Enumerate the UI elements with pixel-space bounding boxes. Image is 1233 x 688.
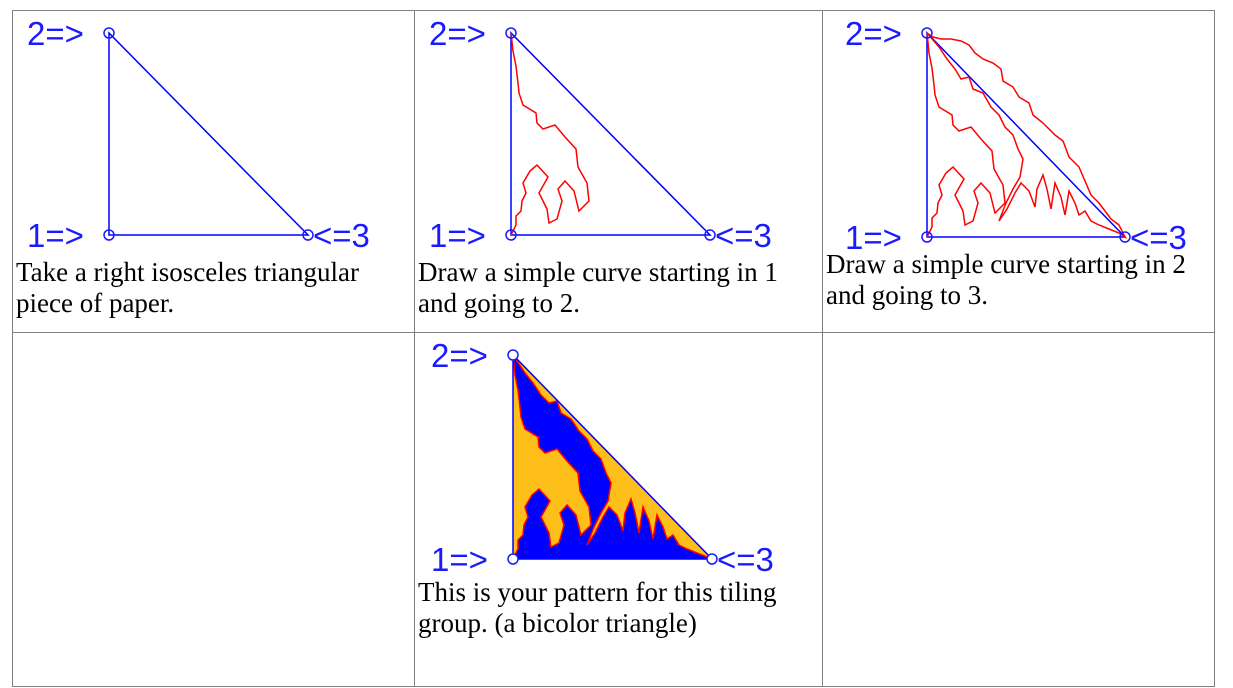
triangle-outline <box>926 31 1127 238</box>
vertex-marker-1 <box>921 231 933 243</box>
vertex-label-1: 1=> <box>429 217 486 254</box>
grid-line-col2 <box>822 10 823 687</box>
vertex-marker-2 <box>507 349 519 361</box>
vertex-label-2: 2=> <box>27 15 84 52</box>
blue-fill <box>513 355 712 559</box>
step-caption: Draw a simple curve starting in 2 and go… <box>826 249 1186 310</box>
vertex-label-2: 2=> <box>429 15 486 52</box>
red-curve-2-to-3 <box>926 32 1127 240</box>
grid-line-right <box>1214 10 1215 687</box>
triangle-figure-1: 2=> 1=> <=3 <box>27 15 370 254</box>
vertex-label-3: <=3 <box>717 541 774 578</box>
grid-line-left <box>12 10 13 687</box>
vertex-marker-1 <box>507 553 519 565</box>
cell-result: 2=> 1=> <=3 This is your pattern for thi… <box>415 333 822 686</box>
grid-line-middle <box>12 332 1215 333</box>
grid-line-bottom <box>12 686 1215 687</box>
cell-empty-left <box>13 333 414 686</box>
step-caption: Take a right isosceles triangular piece … <box>16 257 359 318</box>
result-caption: This is your pattern for this tiling gro… <box>418 577 777 638</box>
triangle-figure-result: 2=> 1=> <=3 <box>431 337 774 578</box>
vertex-label-3: <=3 <box>1130 219 1187 256</box>
vertex-marker-1 <box>505 229 517 241</box>
grid-line-top <box>12 10 1215 11</box>
cell-step-3: 2=> 1=> <=3 Draw a simple curve starting… <box>823 11 1214 332</box>
vertex-label-2: 2=> <box>845 15 902 52</box>
vertex-label-3: <=3 <box>715 217 772 254</box>
cell-step-1: 2=> 1=> <=3 Take a right isosceles trian… <box>13 11 414 332</box>
triangle-figure-3: 2=> 1=> <=3 <box>845 15 1187 256</box>
triangle-outline <box>108 31 310 236</box>
cell-step-2: 2=> 1=> <=3 Draw a simple curve starting… <box>415 11 822 332</box>
vertex-marker-3 <box>704 229 716 241</box>
vertex-marker-3 <box>706 553 718 565</box>
vertex-marker-2 <box>921 27 933 39</box>
vertex-label-1: 1=> <box>845 219 902 256</box>
vertex-marker-3 <box>1119 231 1131 243</box>
vertex-label-3: <=3 <box>313 217 370 254</box>
cell-empty-right <box>823 333 1214 686</box>
red-curve-1-to-2 <box>926 32 1006 238</box>
red-curve-1-to-2 <box>512 354 592 560</box>
red-curve-1-to-2 <box>510 32 590 236</box>
vertex-label-1: 1=> <box>27 217 84 254</box>
red-curve-2-to-3 <box>512 354 713 560</box>
vertex-marker-3 <box>302 229 314 241</box>
vertex-label-2: 2=> <box>431 337 488 374</box>
vertex-marker-1 <box>103 229 115 241</box>
step-caption: Draw a simple curve starting in 1 and go… <box>418 257 778 318</box>
vertex-label-1: 1=> <box>431 541 488 578</box>
triangle-outline <box>512 353 714 560</box>
vertex-marker-2 <box>505 27 517 39</box>
triangle-figure-2: 2=> 1=> <=3 <box>429 15 772 254</box>
grid-line-col1 <box>414 10 415 687</box>
vertex-marker-2 <box>103 27 115 39</box>
triangle-outline <box>510 31 712 236</box>
